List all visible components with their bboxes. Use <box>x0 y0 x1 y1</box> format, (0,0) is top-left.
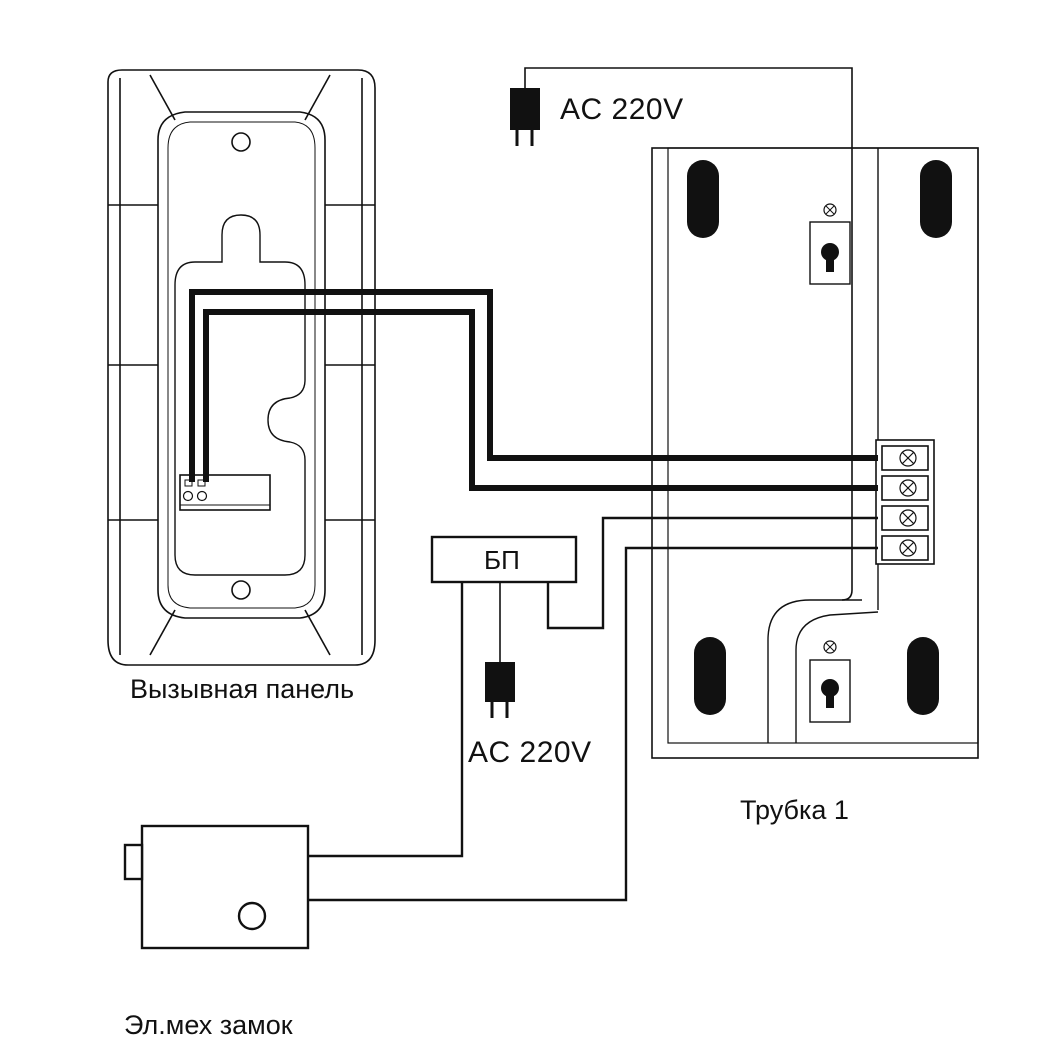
panel-cable <box>189 289 878 491</box>
psu-label: БП <box>484 545 520 575</box>
handset-label: Трубка 1 <box>740 795 849 825</box>
psu-power-cord <box>485 582 515 718</box>
ac-label-bottom: AC 220V <box>468 736 592 769</box>
handset-power-cord <box>510 67 853 601</box>
mounting-slots <box>687 160 952 715</box>
call-panel <box>107 69 376 666</box>
lock-label: Эл.мех замок <box>124 1010 293 1040</box>
ac-label-top: AC 220V <box>560 93 684 126</box>
keyhole-top <box>809 203 851 285</box>
keyhole-bottom <box>809 640 851 723</box>
terminal-screws <box>899 449 917 557</box>
lock-device <box>123 824 310 950</box>
lock-wires <box>308 516 878 902</box>
psu-box <box>430 535 578 584</box>
call-panel-label: Вызывная панель <box>130 674 355 704</box>
